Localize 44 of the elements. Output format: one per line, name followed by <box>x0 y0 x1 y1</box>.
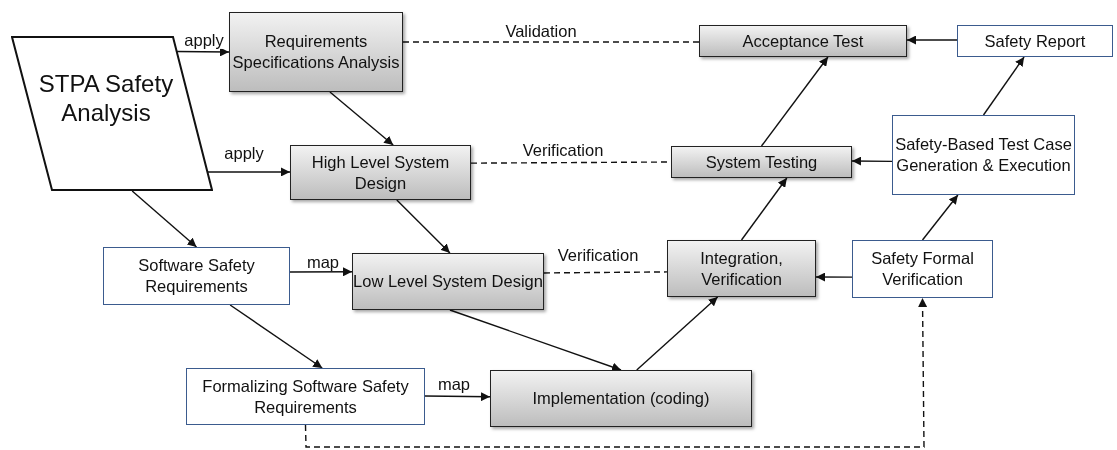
arrow <box>131 190 198 248</box>
node-label: System Testing <box>705 151 818 173</box>
safety-box <box>957 25 1113 57</box>
arrow <box>851 156 893 166</box>
node-label: Integration, Verification <box>699 247 784 290</box>
arrow <box>982 56 1025 116</box>
node-label: STPA Safety Analysis <box>37 69 175 128</box>
node-label: Safety Formal Verification <box>870 248 975 290</box>
process-box <box>699 25 907 57</box>
arrow <box>449 309 622 372</box>
safety-box <box>103 247 290 305</box>
arrow <box>207 167 291 177</box>
arrow <box>906 35 958 45</box>
process-box <box>352 253 544 310</box>
arrow <box>329 91 394 146</box>
process-box <box>229 12 403 92</box>
process-box <box>671 146 852 178</box>
connector-line <box>543 271 668 274</box>
arrow <box>760 56 829 147</box>
arrow <box>289 267 353 277</box>
arrow <box>740 177 788 241</box>
safety-box <box>892 115 1075 195</box>
node-label: Formalizing Software Safety Requirements <box>201 375 410 418</box>
connector-line <box>402 41 700 43</box>
node-label: Safety-Based Test Case Generation & Execution <box>894 134 1073 176</box>
node-label: Requirements Specifications Analysis <box>231 31 401 73</box>
arrow <box>921 194 959 241</box>
safety-box <box>186 368 425 425</box>
node-label: Low Level System Design <box>353 271 543 292</box>
node-label: Acceptance Test <box>742 30 864 52</box>
node-label: Safety Report <box>984 30 1086 52</box>
arrow <box>424 392 491 402</box>
arrow <box>815 272 853 282</box>
node-label: Implementation (coding) <box>532 388 710 409</box>
safety-box <box>852 240 993 298</box>
arrow <box>636 296 719 371</box>
arrow <box>396 199 451 254</box>
arrow <box>229 304 323 369</box>
node-label: High Level System Design <box>310 151 451 194</box>
process-box <box>490 370 752 427</box>
process-box <box>667 240 816 297</box>
node-label: Software Safety Requirements <box>137 255 256 297</box>
process-box <box>290 145 471 200</box>
arrow <box>304 297 928 448</box>
